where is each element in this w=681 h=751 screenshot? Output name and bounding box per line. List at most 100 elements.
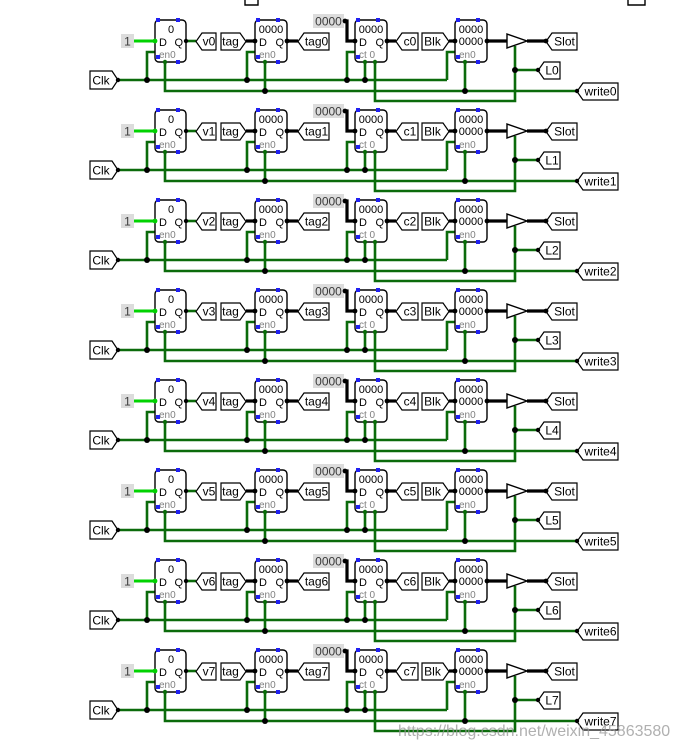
controlled-buffer[interactable]	[506, 33, 530, 49]
tag-output-tunnel[interactable]: tag3	[297, 302, 330, 321]
block-input-tunnel[interactable]: Blk	[421, 482, 450, 501]
slot-output-tunnel[interactable]: Slot	[545, 662, 578, 681]
tag-input-tunnel[interactable]: tag	[220, 32, 247, 51]
slot-output-tunnel[interactable]: Slot	[545, 122, 578, 141]
constant-one[interactable]: 1	[121, 304, 134, 319]
clock-tunnel[interactable]: Clk	[89, 250, 119, 270]
count-output-tunnel[interactable]: c7	[395, 662, 419, 681]
tag-register[interactable]: 0000 D Q en0	[254, 109, 288, 153]
tag-input-tunnel[interactable]: tag	[220, 122, 247, 141]
counter-init-constant[interactable]: 0000	[313, 374, 344, 389]
tag-input-tunnel[interactable]: tag	[220, 212, 247, 231]
clock-tunnel[interactable]: Clk	[89, 70, 119, 90]
constant-one[interactable]: 1	[121, 34, 134, 49]
lru-output-tunnel[interactable]: L6	[537, 601, 561, 620]
block-input-tunnel[interactable]: Blk	[421, 572, 450, 591]
counter-init-constant[interactable]: 0000	[313, 464, 344, 479]
tag-register[interactable]: 0000 D Q en0	[254, 379, 288, 423]
controlled-buffer[interactable]	[506, 573, 530, 589]
tag-register[interactable]: 0000 D Q en0	[254, 649, 288, 693]
write-input-tunnel[interactable]: write7	[576, 712, 619, 731]
lru-output-tunnel[interactable]: L2	[537, 241, 561, 260]
counter[interactable]: 0000 D Q ct 0	[354, 379, 388, 423]
valid-tunnel[interactable]: v7	[195, 662, 217, 681]
valid-bit-register[interactable]: 0 D Q en0	[154, 649, 187, 693]
clock-tunnel[interactable]: Clk	[89, 610, 119, 630]
write-input-tunnel[interactable]: write3	[576, 352, 619, 371]
valid-tunnel[interactable]: v2	[195, 212, 217, 231]
controlled-buffer[interactable]	[506, 303, 530, 319]
controlled-buffer[interactable]	[506, 123, 530, 139]
write-input-tunnel[interactable]: write5	[576, 532, 619, 551]
counter[interactable]: 0000 D Q ct 0	[354, 289, 388, 333]
slot-output-tunnel[interactable]: Slot	[545, 482, 578, 501]
tag-output-tunnel[interactable]: tag7	[297, 662, 330, 681]
valid-bit-register[interactable]: 0 D Q en0	[154, 199, 187, 243]
counter-init-constant[interactable]: 0000	[313, 554, 344, 569]
counter-init-constant[interactable]: 0000	[313, 194, 344, 209]
controlled-buffer[interactable]	[506, 213, 530, 229]
tag-output-tunnel[interactable]: tag4	[297, 392, 330, 411]
constant-one[interactable]: 1	[121, 394, 134, 409]
block-input-tunnel[interactable]: Blk	[421, 32, 450, 51]
constant-one[interactable]: 1	[121, 484, 134, 499]
tag-register[interactable]: 0000 D Q en0	[254, 469, 288, 513]
valid-bit-register[interactable]: 0 D Q en0	[154, 559, 187, 603]
tag-input-tunnel[interactable]: tag	[220, 392, 247, 411]
block-input-tunnel[interactable]: Blk	[421, 212, 450, 231]
write-input-tunnel[interactable]: write4	[576, 442, 619, 461]
write-input-tunnel[interactable]: write2	[576, 262, 619, 281]
controlled-buffer[interactable]	[506, 663, 530, 679]
tag-input-tunnel[interactable]: tag	[220, 302, 247, 321]
valid-tunnel[interactable]: v5	[195, 482, 217, 501]
lru-output-tunnel[interactable]: L0	[537, 61, 561, 80]
block-register[interactable]: 0000 0000 en0	[454, 289, 488, 333]
block-register[interactable]: 0000 0000 en0	[454, 109, 488, 153]
block-input-tunnel[interactable]: Blk	[421, 392, 450, 411]
tag-output-tunnel[interactable]: tag0	[297, 32, 330, 51]
block-register[interactable]: 0000 0000 en0	[454, 19, 488, 63]
clock-tunnel[interactable]: Clk	[89, 700, 119, 720]
counter[interactable]: 0000 D Q ct 0	[354, 469, 388, 513]
block-register[interactable]: 0000 0000 en0	[454, 649, 488, 693]
valid-tunnel[interactable]: v3	[195, 302, 217, 321]
valid-tunnel[interactable]: v4	[195, 392, 217, 411]
slot-output-tunnel[interactable]: Slot	[545, 392, 578, 411]
block-input-tunnel[interactable]: Blk	[421, 122, 450, 141]
counter-init-constant[interactable]: 0000	[313, 14, 344, 29]
clock-tunnel[interactable]: Clk	[89, 430, 119, 450]
count-output-tunnel[interactable]: c1	[395, 122, 419, 141]
clock-tunnel[interactable]: Clk	[89, 520, 119, 540]
lru-output-tunnel[interactable]: L3	[537, 331, 561, 350]
count-output-tunnel[interactable]: c3	[395, 302, 419, 321]
counter-init-constant[interactable]: 0000	[313, 284, 344, 299]
block-input-tunnel[interactable]: Blk	[421, 302, 450, 321]
partial-component-left[interactable]	[244, 0, 259, 6]
clock-tunnel[interactable]: Clk	[89, 340, 119, 360]
count-output-tunnel[interactable]: c5	[395, 482, 419, 501]
constant-one[interactable]: 1	[121, 664, 134, 679]
constant-one[interactable]: 1	[121, 124, 134, 139]
tag-input-tunnel[interactable]: tag	[220, 662, 247, 681]
lru-output-tunnel[interactable]: L4	[537, 421, 561, 440]
counter-init-constant[interactable]: 0000	[313, 104, 344, 119]
lru-output-tunnel[interactable]: L1	[537, 151, 561, 170]
count-output-tunnel[interactable]: c6	[395, 572, 419, 591]
write-input-tunnel[interactable]: write6	[576, 622, 619, 641]
counter[interactable]: 0000 D Q ct 0	[354, 19, 388, 63]
block-input-tunnel[interactable]: Blk	[421, 662, 450, 681]
slot-output-tunnel[interactable]: Slot	[545, 302, 578, 321]
valid-tunnel[interactable]: v0	[195, 32, 217, 51]
counter-init-constant[interactable]: 0000	[313, 644, 344, 659]
slot-output-tunnel[interactable]: Slot	[545, 32, 578, 51]
tag-input-tunnel[interactable]: tag	[220, 572, 247, 591]
tag-input-tunnel[interactable]: tag	[220, 482, 247, 501]
constant-one[interactable]: 1	[121, 214, 134, 229]
write-input-tunnel[interactable]: write1	[576, 172, 619, 191]
controlled-buffer[interactable]	[506, 393, 530, 409]
tag-output-tunnel[interactable]: tag5	[297, 482, 330, 501]
count-output-tunnel[interactable]: c0	[395, 32, 419, 51]
tag-output-tunnel[interactable]: tag1	[297, 122, 330, 141]
write-input-tunnel[interactable]: write0	[576, 82, 619, 101]
